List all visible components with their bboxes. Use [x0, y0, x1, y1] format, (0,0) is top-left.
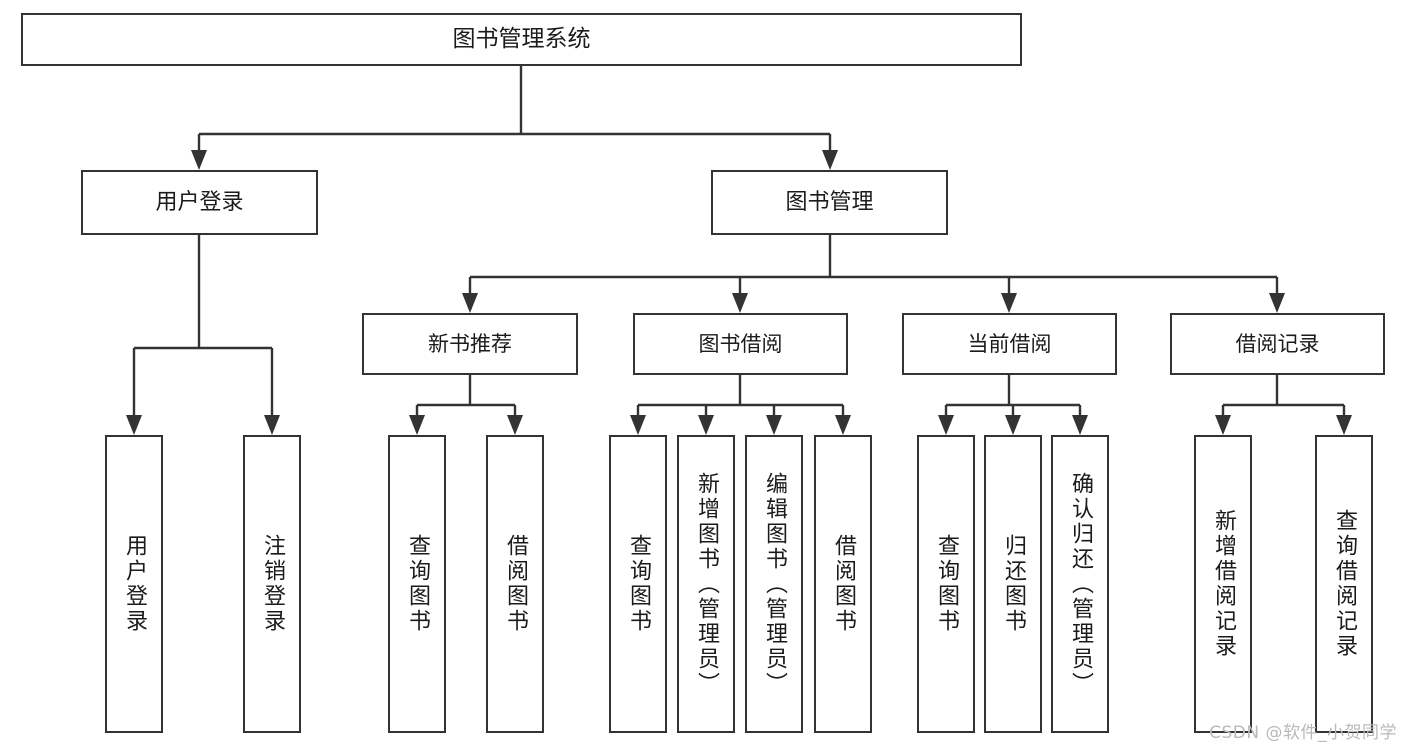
arrow-currentborrow-leaf-3	[1072, 415, 1088, 435]
node-new-book-recommend[interactable]: 新书推荐	[362, 313, 578, 375]
arrow-to-borrow-record	[1269, 293, 1285, 313]
node-book-management[interactable]: 图书管理	[711, 170, 948, 235]
arrow-currentborrow-leaf-2	[1005, 415, 1021, 435]
leaf-new-book-borrow[interactable]: 借阅图书	[486, 435, 544, 733]
leaf-borrow-record-add[interactable]: 新增借阅记录	[1194, 435, 1252, 733]
node-label: 查询图书	[404, 534, 430, 634]
arrow-currentborrow-leaf-1	[938, 415, 954, 435]
node-label: 借阅图书	[502, 534, 528, 634]
arrow-to-book-borrow	[732, 293, 748, 313]
node-label: 新增借阅记录	[1210, 509, 1236, 659]
node-label: 用户登录	[121, 534, 147, 634]
node-label: 图书管理	[785, 189, 874, 215]
node-label: 查询借阅记录	[1331, 509, 1357, 659]
node-label: 新增图书（管理员）	[693, 471, 719, 697]
arrow-newbook-leaf-1	[409, 415, 425, 435]
leaf-user-login-logout[interactable]: 注销登录	[243, 435, 301, 733]
leaf-current-borrow-return[interactable]: 归还图书	[984, 435, 1042, 733]
arrow-bookborrow-leaf-3	[766, 415, 782, 435]
node-label: 查询图书	[933, 534, 959, 634]
node-borrow-record[interactable]: 借阅记录	[1170, 313, 1385, 375]
arrow-bookborrow-leaf-4	[835, 415, 851, 435]
leaf-book-borrow-query[interactable]: 查询图书	[609, 435, 667, 733]
arrow-to-new-book-recommend	[462, 293, 478, 313]
leaf-book-borrow-borrow[interactable]: 借阅图书	[814, 435, 872, 733]
arrow-to-current-borrow	[1001, 293, 1017, 313]
leaf-new-book-query[interactable]: 查询图书	[388, 435, 446, 733]
node-label: 图书管理系统	[452, 25, 591, 52]
node-label: 新书推荐	[428, 331, 512, 356]
leaf-book-borrow-edit[interactable]: 编辑图书（管理员）	[745, 435, 803, 733]
leaf-current-borrow-query[interactable]: 查询图书	[917, 435, 975, 733]
leaf-borrow-record-query[interactable]: 查询借阅记录	[1315, 435, 1373, 733]
node-label: 注销登录	[259, 534, 285, 634]
arrow-borrowrecord-leaf-1	[1215, 415, 1231, 435]
csdn-watermark: CSDN @软件_小贺同学	[1209, 723, 1397, 743]
node-label: 编辑图书（管理员）	[761, 471, 787, 697]
leaf-current-borrow-confirm-return[interactable]: 确认归还（管理员）	[1051, 435, 1109, 733]
arrow-borrowrecord-leaf-2	[1336, 415, 1352, 435]
arrow-bookborrow-leaf-2	[698, 415, 714, 435]
node-label: 当前借阅	[967, 331, 1052, 356]
node-label: 借阅图书	[830, 534, 856, 634]
node-label: 归还图书	[1000, 534, 1026, 634]
node-current-borrow[interactable]: 当前借阅	[902, 313, 1117, 375]
node-label: 查询图书	[625, 534, 651, 634]
arrow-userlogin-leaf-1	[126, 415, 142, 435]
arrow-bookborrow-leaf-1	[630, 415, 646, 435]
arrow-userlogin-leaf-2	[264, 415, 280, 435]
leaf-book-borrow-add[interactable]: 新增图书（管理员）	[677, 435, 735, 733]
node-label: 确认归还（管理员）	[1067, 471, 1093, 697]
arrow-to-user-login	[191, 150, 207, 170]
node-user-login[interactable]: 用户登录	[81, 170, 318, 235]
arrow-to-book-management	[822, 150, 838, 170]
leaf-user-login-login[interactable]: 用户登录	[105, 435, 163, 733]
node-root-system[interactable]: 图书管理系统	[21, 13, 1022, 66]
node-book-borrow[interactable]: 图书借阅	[633, 313, 848, 375]
node-label: 借阅记录	[1235, 331, 1320, 356]
arrow-newbook-leaf-2	[507, 415, 523, 435]
node-label: 用户登录	[155, 189, 244, 215]
node-label: 图书借阅	[698, 331, 783, 356]
